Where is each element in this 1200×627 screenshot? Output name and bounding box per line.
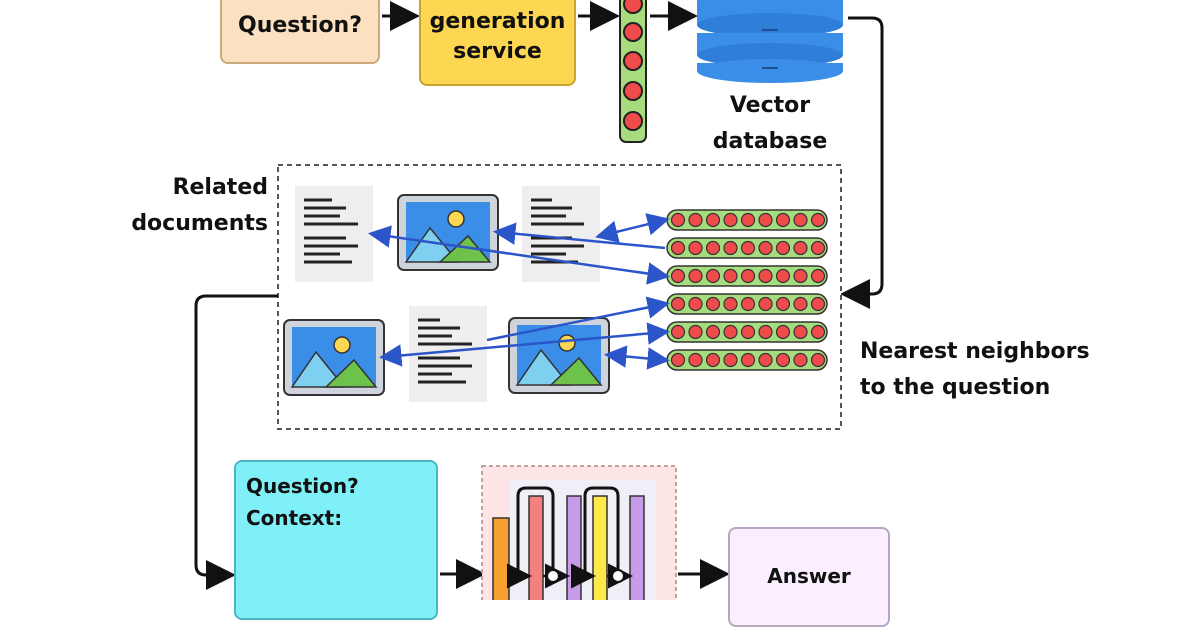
neighbor-links [368,213,670,370]
embedding-service-line1: generation [429,9,566,34]
question-box-label: Question? [238,13,362,38]
embedding-row [666,265,828,287]
database-icon [697,0,843,83]
vector-db-line2: database [712,129,828,154]
question-box: Question? [220,0,380,64]
prompt-box: Question? Context: [234,460,438,620]
neighbor-link [604,345,670,370]
related-docs-line2: documents [131,211,268,236]
prompt-question: Question? [246,474,359,498]
document-icon [295,186,373,282]
embedding-row [666,293,828,315]
arrow-db-to-neighbors [840,16,884,309]
embedding-row [666,349,828,371]
vector-db-label: Vector database [690,88,850,160]
llm-block [481,465,677,600]
prompt-context: Context: [246,506,343,530]
neighbors-line1: Nearest neighbors [860,339,1090,364]
neighbors-line2: to the question [860,375,1051,400]
diagram-canvas [194,0,884,600]
query-embedding-vector [619,0,647,143]
document-icon [522,186,600,282]
neighbor-embeddings [666,209,828,371]
related-docs-label: Related documents [110,170,268,242]
answer-box: Answer [728,527,890,627]
image-icon [283,319,385,396]
embedding-service-box: generation service [419,0,576,86]
related-docs-line1: Related [172,175,268,200]
neighbor-link [368,225,670,285]
neighbor-link [379,322,670,367]
embedding-row [666,209,828,231]
answer-label: Answer [767,564,851,588]
embedding-row [666,321,828,343]
vector-db-line1: Vector [729,93,811,118]
arrow-docs-to-prompt [194,294,278,590]
embedding-service-line2: service [453,39,542,64]
image-icon [397,194,499,271]
neighbors-label: Nearest neighbors to the question [860,334,1120,406]
image-icon [508,317,610,394]
embedding-row [666,237,828,259]
